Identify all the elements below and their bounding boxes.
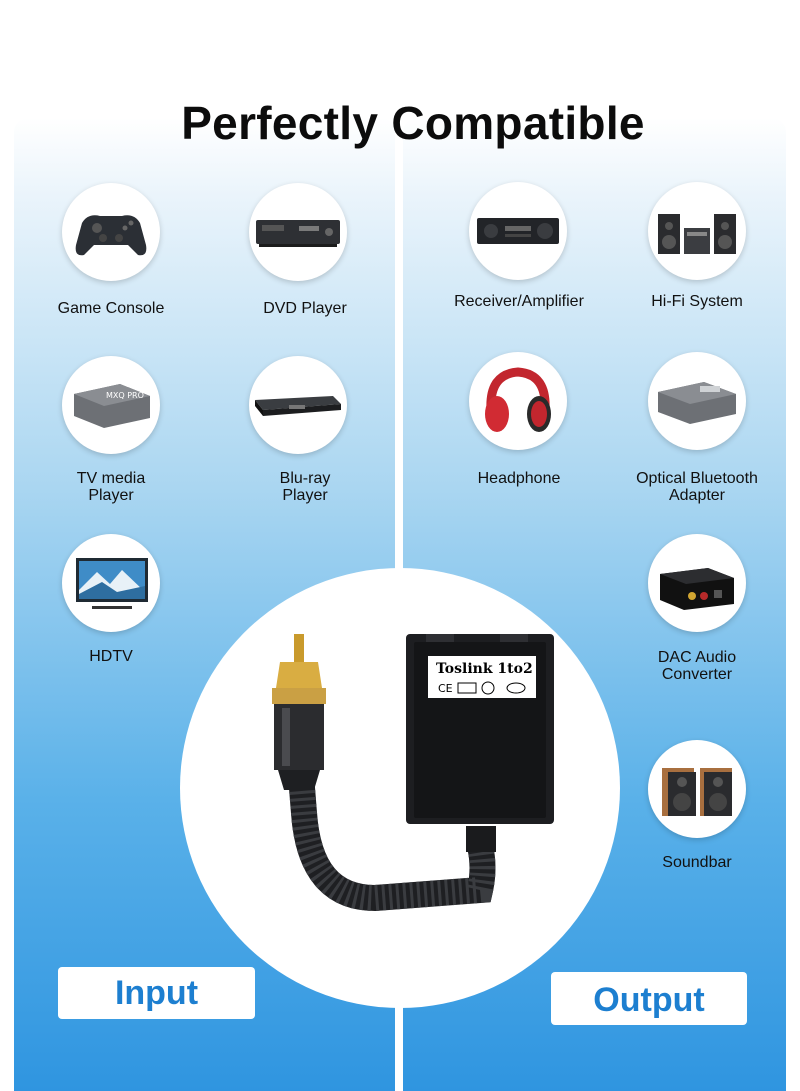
dvd-player-icon [249, 183, 347, 281]
splitter-model-label: Toslink 1to2 [436, 661, 533, 677]
splitter-sticker [428, 656, 536, 698]
page-title: Perfectly Compatible [181, 97, 645, 149]
toslink-splitter-image: CE [272, 634, 554, 912]
soundbar-label: Soundbar [662, 854, 732, 871]
dac-audio-converter-icon [648, 534, 746, 632]
receiver-amplifier-label: Receiver/Amplifier [454, 293, 584, 310]
tv-media-player-label: TV media Player [76, 470, 146, 504]
hdtv-label: HDTV [89, 648, 133, 665]
output-label: Output [551, 972, 747, 1025]
optical-bluetooth-adapter-label: Optical Bluetooth Adapter [636, 470, 758, 504]
receiver-amplifier-icon [469, 182, 567, 280]
tv-media-player-icon: MXQ PRO [62, 356, 160, 454]
headphone-icon [469, 352, 567, 450]
bluray-player-icon [249, 356, 347, 454]
plug-tip [294, 634, 304, 662]
optical-bluetooth-adapter-icon [648, 352, 746, 450]
dvd-player-label: DVD Player [263, 300, 347, 317]
dac-audio-converter-label: DAC Audio Converter [657, 649, 737, 683]
hifi-system-label: Hi-Fi System [651, 293, 743, 310]
input-label: Input [58, 967, 255, 1019]
tv-box-brand: MXQ PRO [106, 391, 144, 400]
hdtv-icon [62, 534, 160, 632]
headphone-label: Headphone [477, 470, 561, 487]
hifi-system-icon [648, 182, 746, 280]
soundbar-icon [648, 740, 746, 838]
ce-mark: CE [438, 682, 453, 695]
game-console-icon [62, 183, 160, 281]
game-console-label: Game Console [57, 300, 165, 317]
bluray-player-label: Blu-ray Player [279, 470, 331, 504]
